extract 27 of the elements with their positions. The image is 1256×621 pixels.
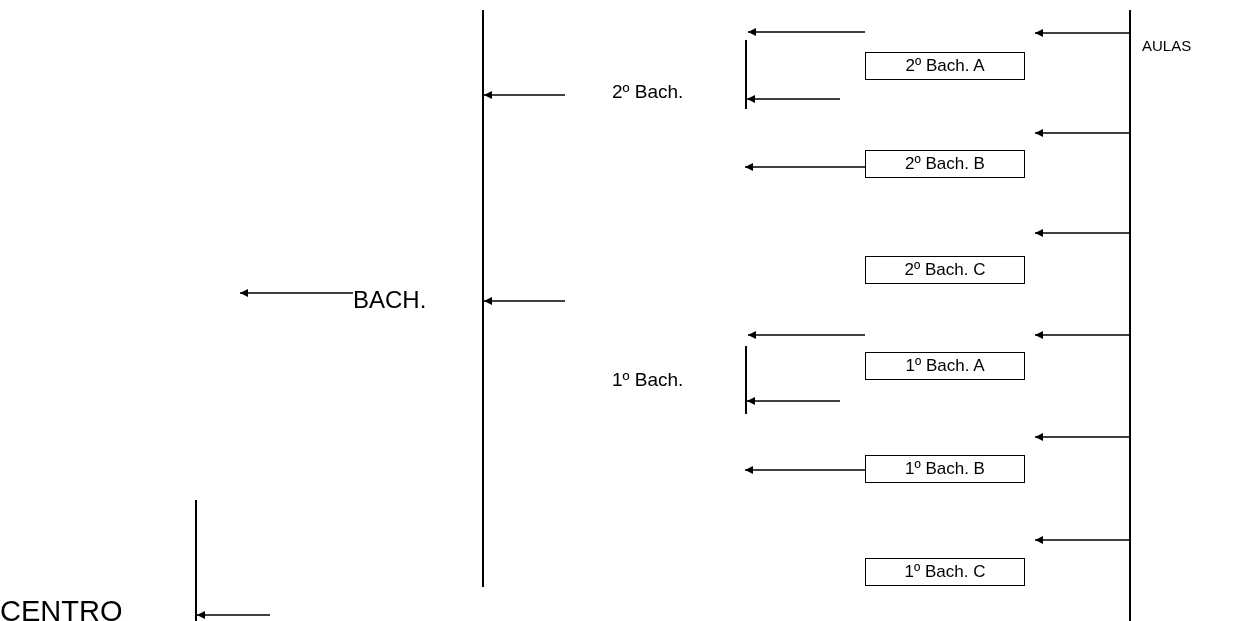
arrow [483,91,566,99]
level-label: AULAS [1142,38,1192,55]
class-box: 2º Bach. B [865,150,1025,178]
arrow [747,331,866,339]
class-box: 2º Bach. C [865,256,1025,284]
arrow [196,611,271,619]
arrow [239,289,354,297]
arrow [1034,536,1130,544]
class-box: 1º Bach. C [865,558,1025,586]
arrow [1034,433,1130,441]
arrow [744,466,866,474]
arrow [1034,29,1130,37]
class-box: 2º Bach. A [865,52,1025,80]
class-box: 1º Bach. A [865,352,1025,380]
level-label: CENTRO [0,596,123,621]
arrow [747,28,866,36]
level-label: 2º Bach. [612,82,684,103]
class-box: 1º Bach. B [865,455,1025,483]
arrow [1034,229,1130,237]
arrow [746,397,841,405]
arrow [746,95,841,103]
arrow [1034,331,1130,339]
arrow [483,297,566,305]
arrow [1034,129,1130,137]
arrow [744,163,866,171]
level-label: 1º Bach. [612,370,684,391]
level-label: BACH. [353,287,427,314]
